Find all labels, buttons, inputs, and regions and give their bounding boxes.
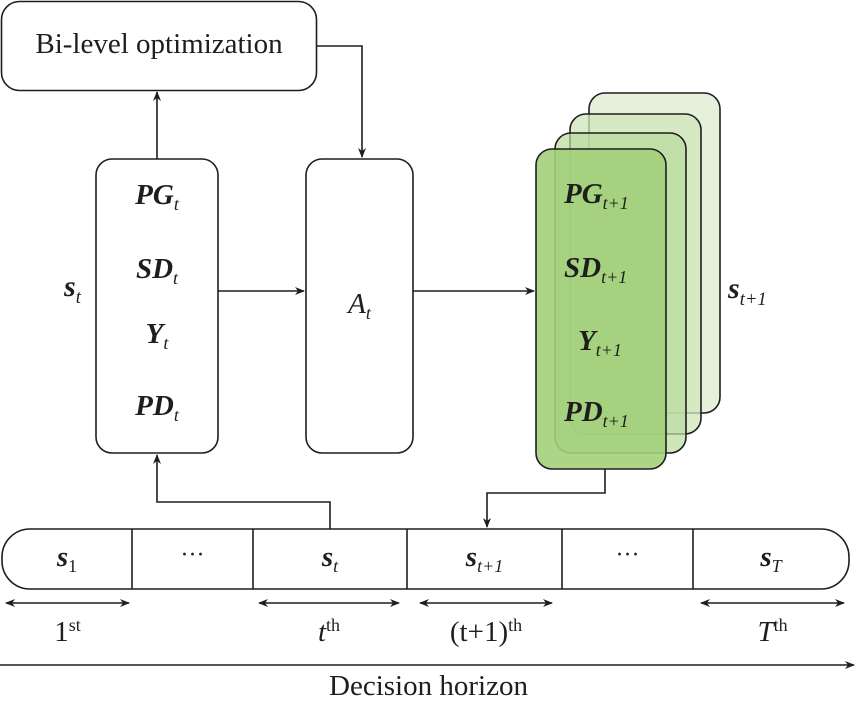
state-t-label-main: s	[64, 270, 76, 303]
timeline-cell-st1: st+1	[407, 541, 562, 576]
arrow-optimizer-to-action	[317, 45, 366, 158]
state-t-label: st	[64, 270, 81, 307]
state-t1-label-sub: t+1	[739, 288, 767, 310]
state-t1-layer-1	[535, 148, 667, 470]
cell-main: s	[465, 541, 478, 573]
cell-main: s	[321, 541, 334, 573]
stage-sup: th	[326, 615, 341, 636]
state-t1-var-pg: PGt+1	[564, 178, 629, 213]
timeline-cell-ellipsis: ···	[180, 542, 205, 568]
decision-horizon-label: Decision horizon	[329, 670, 528, 702]
action-sub: t	[365, 303, 371, 324]
stage-label-T: Tth	[701, 615, 844, 648]
var-main: SD	[564, 252, 602, 284]
state-t-var-y: Yt	[96, 318, 218, 353]
var-main: Y	[578, 325, 596, 357]
var-main: Y	[145, 318, 164, 350]
var-sub: t+1	[601, 267, 628, 288]
timeline-cell-sT: sT	[693, 541, 849, 576]
arrow-next-state-to-timeline	[483, 469, 606, 528]
state-t-var-sd: SDt	[96, 253, 218, 288]
state-t1-stack	[535, 92, 721, 470]
cell-main: s	[760, 541, 772, 573]
cell-sub: T	[771, 556, 782, 577]
var-main: SD	[135, 253, 174, 285]
state-t1-var-pd: PDt+1	[564, 396, 629, 431]
stage-base: (t+1)	[449, 616, 509, 648]
timeline-cell-ellipsis: ···	[615, 542, 640, 568]
state-t1-var-y: Yt+1	[578, 325, 622, 360]
var-main: PD	[564, 396, 603, 428]
var-sub: t	[163, 333, 169, 354]
var-main: PG	[564, 178, 603, 210]
var-main: PG	[135, 179, 174, 211]
cell-sub: 1	[68, 556, 78, 577]
state-t1-var-sd: SDt+1	[564, 252, 627, 287]
action-box	[305, 158, 414, 454]
var-sub: t+1	[602, 411, 629, 432]
stage-sup: st	[68, 615, 81, 636]
state-t1-label: st+1	[728, 272, 767, 309]
var-sub: t+1	[595, 340, 622, 361]
stage-label-1st: 1st	[6, 615, 129, 648]
cell-main: s	[56, 541, 69, 573]
action-main: A	[348, 288, 366, 320]
state-t-var-pg: PGt	[96, 179, 218, 214]
optimizer-box	[0, 0, 318, 92]
timeline-cell-s1: s1	[2, 541, 132, 576]
stage-sup: th	[508, 615, 523, 636]
arrow-timeline-to-state	[153, 454, 331, 529]
state-t-label-sub: t	[75, 286, 81, 308]
var-sub: t	[173, 268, 179, 289]
var-main: PD	[135, 390, 174, 422]
timeline-bar	[1, 528, 850, 590]
stage-base: 1	[54, 616, 69, 648]
timeline-cell-st: st	[253, 541, 407, 576]
optimizer-label: Bi-level optimization	[35, 28, 283, 60]
state-t-var-pd: PDt	[96, 390, 218, 425]
stage-base: T	[757, 616, 774, 648]
stage-label-t1: (t+1)th	[420, 615, 552, 648]
var-sub: t+1	[602, 193, 629, 214]
state-t1-label-main: s	[728, 272, 740, 305]
var-sub: t	[173, 194, 179, 215]
stage-sup: th	[773, 615, 788, 636]
cell-sub: t	[333, 556, 339, 577]
action-label: At	[306, 288, 413, 323]
cell-sub: t+1	[477, 556, 504, 577]
stage-label-t: tth	[259, 615, 399, 648]
stage-base: t	[317, 616, 327, 648]
var-sub: t	[173, 405, 179, 426]
